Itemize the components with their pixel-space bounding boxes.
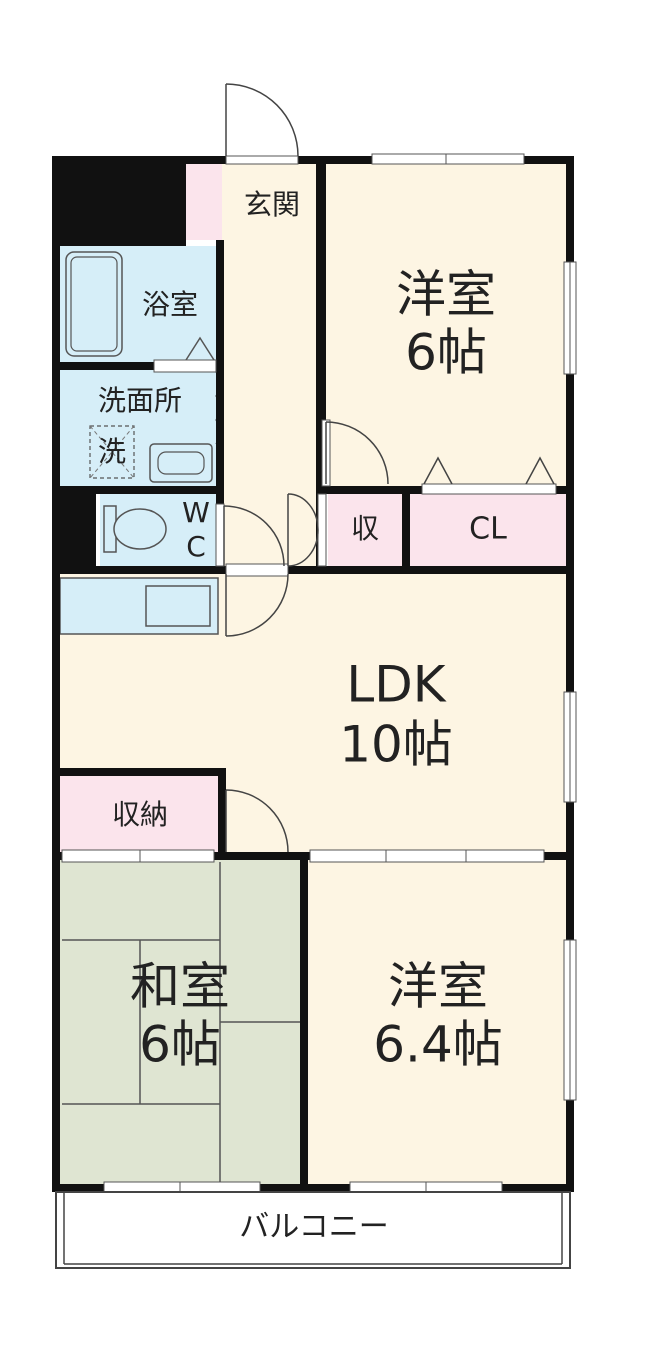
toilet-c-label: C	[186, 530, 206, 563]
ldk-size: 10帖	[339, 716, 453, 774]
storage-label: 収納	[112, 798, 168, 831]
closet-area	[410, 494, 566, 566]
sink	[145, 585, 211, 627]
bath-door-mark	[185, 336, 215, 361]
storage-small-label: 収	[351, 512, 379, 545]
bathtub-inner	[70, 256, 118, 352]
balcony-area	[55, 1191, 571, 1269]
bath-label: 浴室	[142, 288, 198, 321]
entrance-step	[186, 162, 222, 240]
washer-diag1	[89, 425, 135, 479]
western1-name: 洋室	[396, 266, 496, 324]
closet-label: CL	[469, 512, 507, 547]
bathtub	[65, 251, 123, 357]
western2-name: 洋室	[388, 958, 488, 1016]
door-swings	[223, 83, 389, 853]
western2-area	[308, 860, 568, 1186]
western1-size: 6帖	[405, 324, 487, 382]
japanese-name: 和室	[130, 958, 230, 1016]
washroom-label: 洗面所	[98, 384, 182, 417]
washer-diag2	[89, 425, 135, 479]
tatami-lines	[62, 862, 300, 1184]
ldk-name: LDK	[346, 656, 446, 714]
japanese-size: 6帖	[139, 1016, 221, 1074]
toilet-w-label: W	[182, 496, 210, 529]
toilet-bowl	[113, 508, 167, 550]
japanese-area	[58, 860, 302, 1186]
hallway	[222, 240, 320, 570]
washbasin-bowl	[157, 451, 205, 475]
closet-door-marks	[423, 456, 555, 485]
window-mullions	[139, 154, 571, 1194]
balcony-label: バルコニー	[239, 1210, 388, 1245]
washbasin	[149, 443, 213, 483]
western1-area	[324, 162, 568, 486]
storage-area	[58, 776, 220, 852]
entrance-label: 玄関	[244, 188, 300, 221]
entrance-area	[222, 162, 320, 240]
washer-space	[89, 425, 135, 479]
washer-label: 洗	[98, 435, 126, 468]
western2-size: 6.4帖	[373, 1016, 503, 1074]
storage-small-area	[328, 494, 402, 566]
